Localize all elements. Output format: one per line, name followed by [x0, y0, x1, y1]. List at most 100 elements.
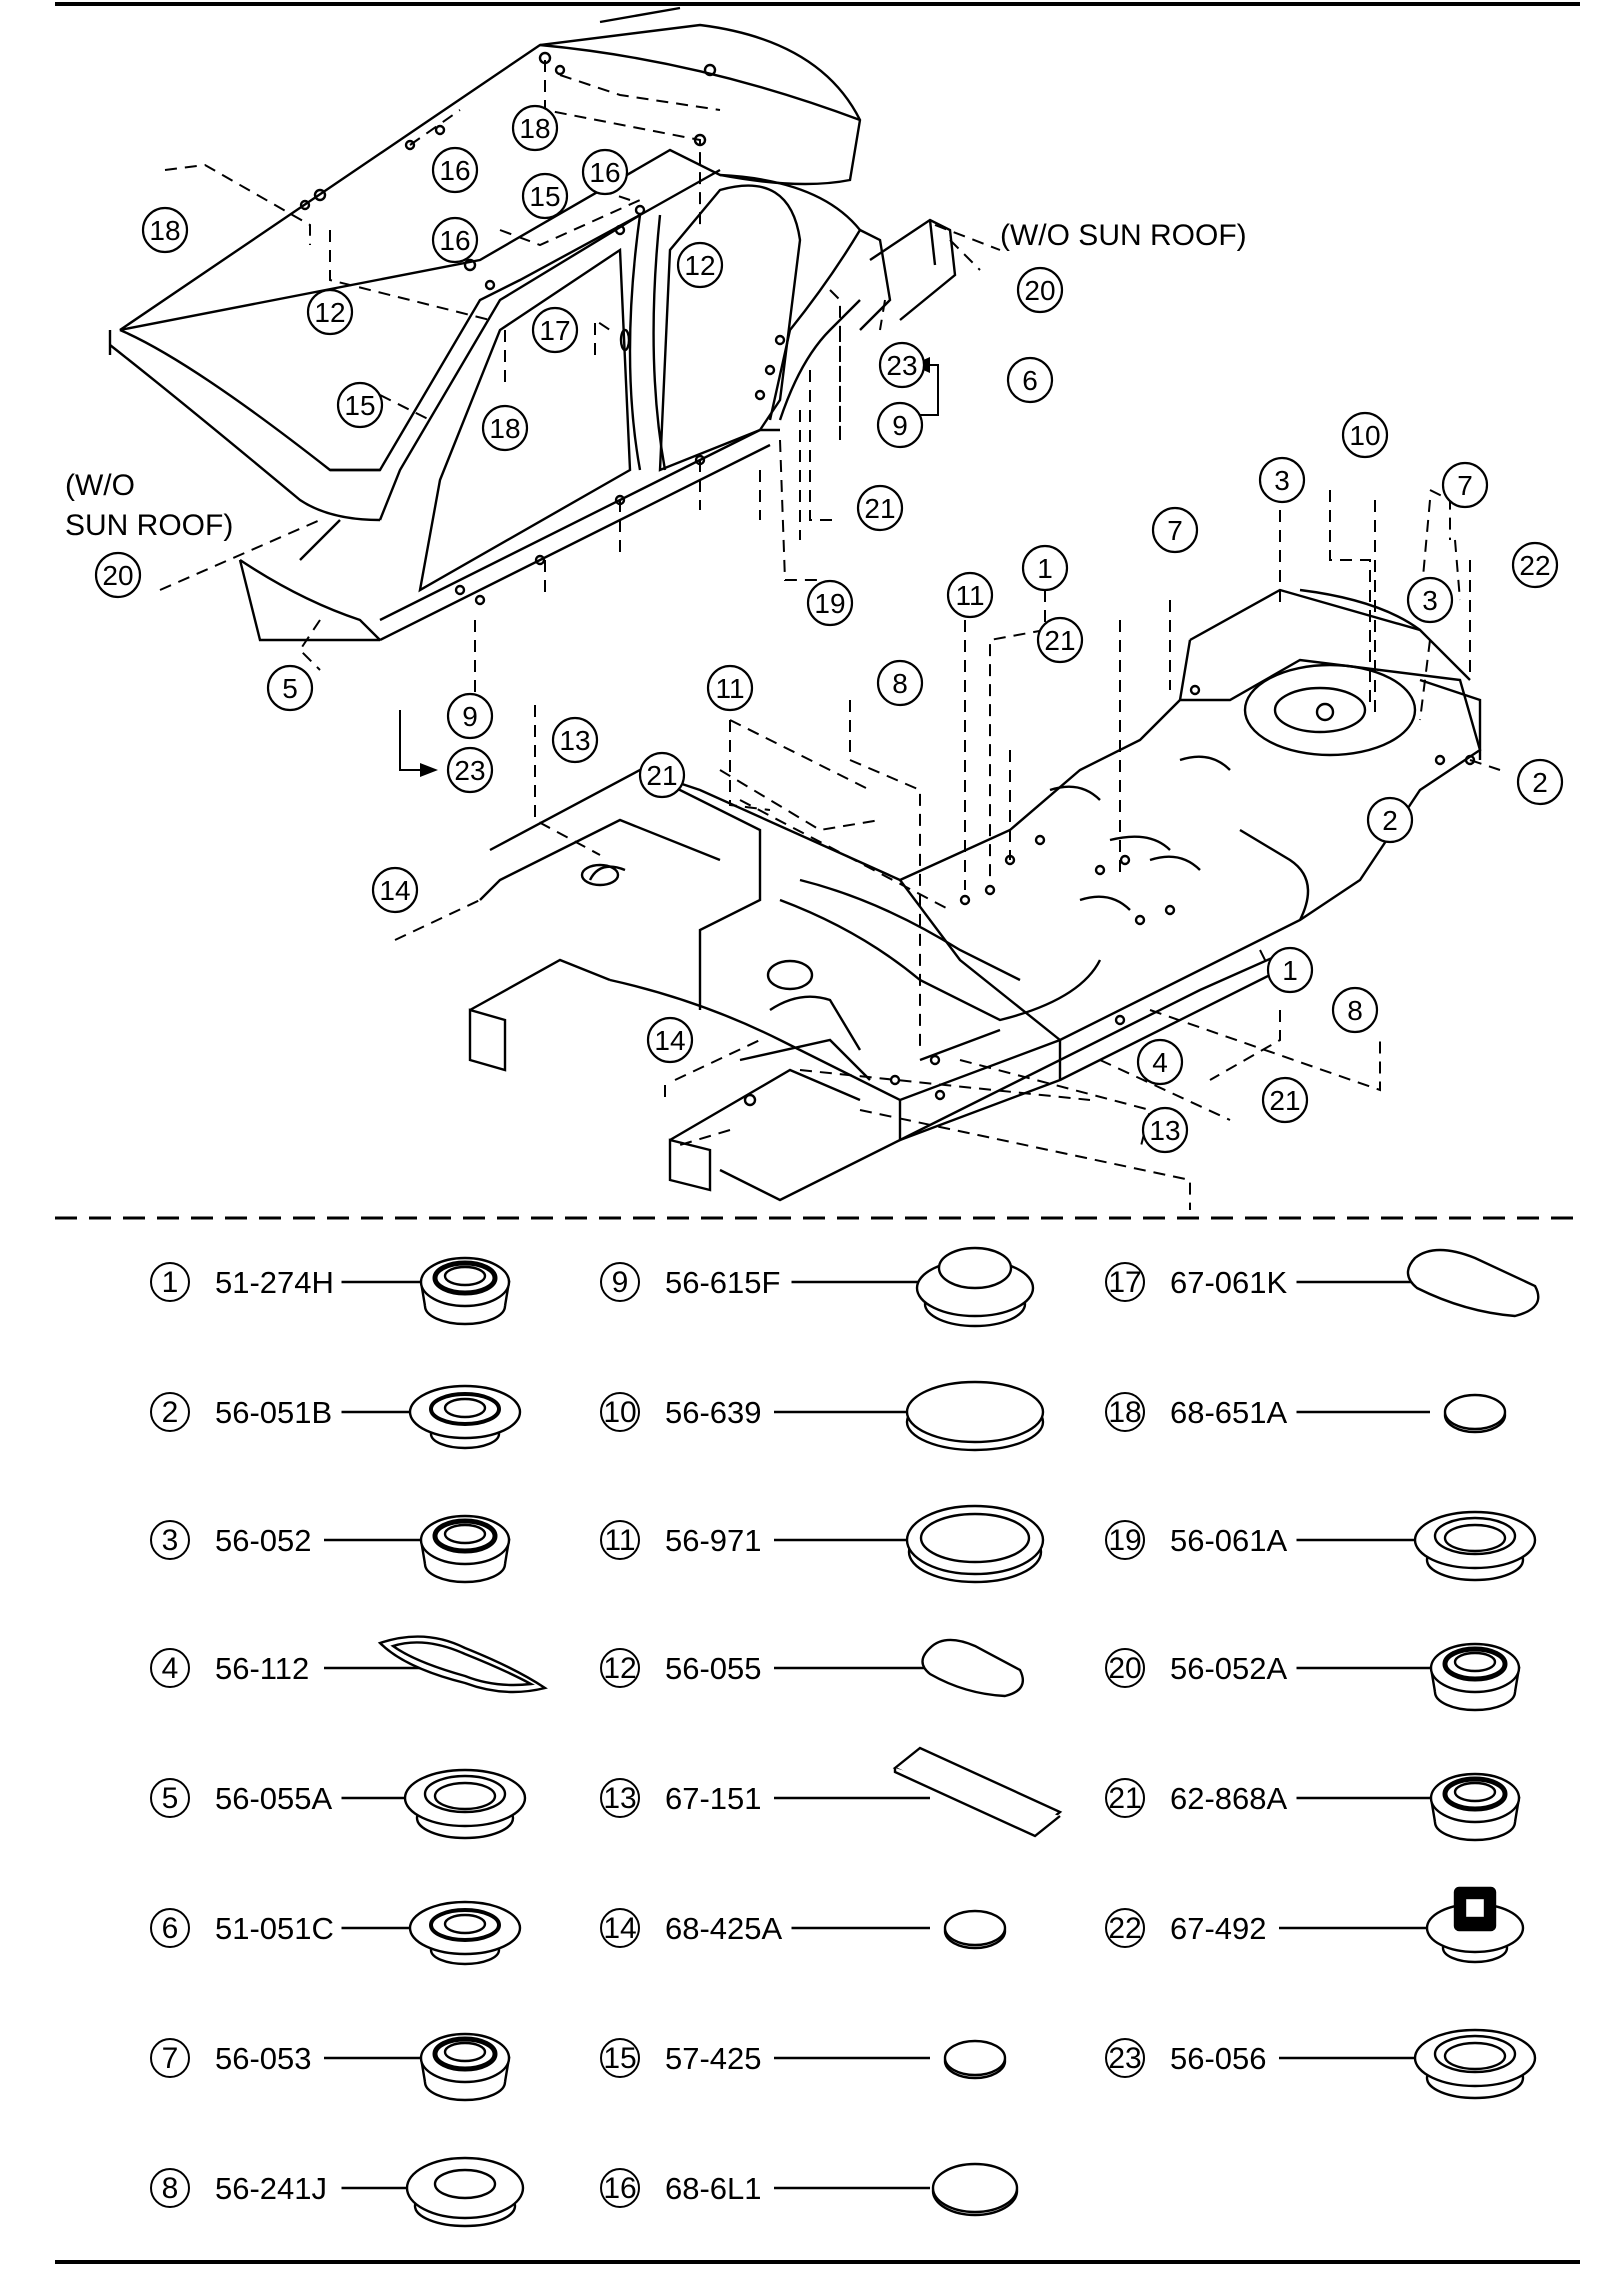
callout-number: 1	[1037, 553, 1053, 584]
callout-23: 23	[446, 746, 494, 794]
callout-12: 12	[306, 288, 354, 336]
callout-circle	[1441, 461, 1489, 509]
legend-index: 5	[162, 1782, 179, 1815]
part-number: 51-274H	[215, 1265, 334, 1300]
callout-21: 21	[638, 751, 686, 799]
callout-number: 18	[519, 113, 550, 144]
callout-number: 21	[864, 493, 895, 524]
callout-1: 1	[1266, 946, 1314, 994]
callout-7: 7	[1151, 506, 1199, 554]
callout-8: 8	[1331, 986, 1379, 1034]
callout-3: 3	[1258, 456, 1306, 504]
floor-leader-lines	[394, 489, 1501, 1210]
note-wo-sun-roof-left-1: (W/O	[65, 469, 135, 502]
callout-circle	[306, 288, 354, 336]
part-number: 68-425A	[665, 1911, 783, 1946]
callout-9: 9	[446, 692, 494, 740]
legend-index-circle	[1105, 1520, 1145, 1560]
callout-circle	[638, 751, 686, 799]
callout-circle	[646, 1016, 694, 1064]
callout-circle	[336, 381, 384, 429]
callout-17: 17	[531, 306, 579, 354]
callout-11: 11	[946, 571, 994, 619]
part-number: 68-651A	[1170, 1395, 1288, 1430]
legend-index: 19	[1108, 1524, 1141, 1557]
callout-circle	[1511, 541, 1559, 589]
legend-index-circle	[600, 1520, 640, 1560]
part-grommet-stepped-icon	[1429, 1772, 1521, 1842]
legend-index: 11	[604, 1524, 635, 1557]
part-grommet-clip-icon	[1425, 1886, 1525, 1964]
callout-circle	[581, 148, 629, 196]
part-number: 67-061K	[1170, 1265, 1288, 1300]
callout-number: 7	[1167, 515, 1183, 546]
floor-pan-illustration	[468, 588, 1482, 1202]
callout-number: 8	[1347, 995, 1363, 1026]
callout-7: 7	[1441, 461, 1489, 509]
callout-number: 12	[684, 250, 715, 281]
callout-number: 2	[1382, 805, 1398, 836]
callout-19: 19	[806, 579, 854, 627]
legend-index: 10	[603, 1396, 636, 1429]
callout-number: 9	[462, 701, 478, 732]
legend-index-circle	[150, 1262, 190, 1302]
part-rounded-pad-icon	[921, 1638, 1025, 1698]
callout-number: 6	[1022, 365, 1038, 396]
legend-item-15: 15 57-425	[600, 2038, 1007, 2080]
callout-circle	[446, 746, 494, 794]
part-grommet-stepped-icon	[419, 2032, 511, 2102]
legend-index: 13	[603, 1782, 636, 1815]
callout-circle	[446, 692, 494, 740]
callout-13: 13	[1141, 1106, 1189, 1154]
legend-index: 6	[162, 1912, 179, 1945]
part-number: 67-492	[1170, 1911, 1267, 1946]
part-rounded-pad-large-icon	[1406, 1248, 1540, 1318]
callout-number: 21	[1269, 1085, 1300, 1116]
callout-6: 6	[1006, 356, 1054, 404]
part-number: 56-055A	[215, 1781, 333, 1816]
part-grommet-ring-icon	[1413, 1510, 1537, 1582]
callout-1: 1	[1021, 544, 1069, 592]
legend-index: 12	[603, 1652, 636, 1685]
callout-number: 7	[1457, 470, 1473, 501]
legend-index: 9	[612, 1266, 629, 1299]
part-grommet-stepped-icon	[1429, 1642, 1521, 1712]
callout-circle	[876, 659, 924, 707]
callout-circle	[1406, 576, 1454, 624]
callout-circle	[876, 401, 924, 449]
legend-index: 8	[162, 2172, 179, 2205]
callout-20: 20	[1016, 266, 1064, 314]
callout-number: 11	[715, 673, 744, 704]
legend-index: 7	[162, 2042, 179, 2075]
callout-number: 17	[539, 315, 570, 346]
callout-9: 9	[876, 401, 924, 449]
part-grommet-ring-icon	[1413, 2028, 1537, 2100]
callout-number: 23	[454, 755, 485, 786]
part-number: 56-051B	[215, 1395, 332, 1430]
callout-number: 3	[1274, 465, 1290, 496]
callout-circle	[1006, 356, 1054, 404]
callout-circle	[94, 551, 142, 599]
callout-number: 22	[1519, 550, 1550, 581]
callout-2: 2	[1516, 758, 1564, 806]
legend-index-circle	[150, 1778, 190, 1818]
callout-circle	[1151, 506, 1199, 554]
note-wo-sun-roof-left-2: SUN ROOF)	[65, 509, 233, 542]
legend-index: 20	[1108, 1652, 1141, 1685]
legend-index: 15	[603, 2042, 636, 2075]
callout-12: 12	[676, 241, 724, 289]
callout-number: 12	[314, 297, 345, 328]
legend-index-circle	[600, 1778, 640, 1818]
part-number: 57-425	[665, 2041, 762, 2076]
callout-number: 21	[646, 760, 677, 791]
